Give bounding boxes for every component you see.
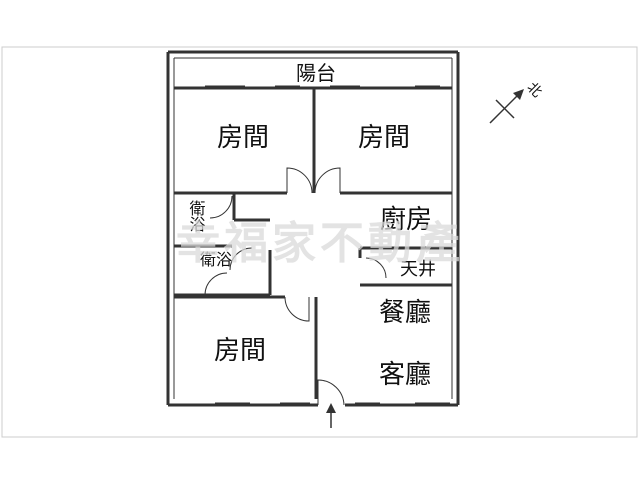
entrance-arrow	[326, 403, 336, 428]
room-label-kitchen: 廚房	[380, 205, 432, 235]
compass-label: 北	[524, 80, 545, 101]
room-label-bedroom-top-right: 房間	[358, 123, 410, 153]
watermark: 幸福家不動產	[176, 218, 464, 269]
room-label-bath-upper: 衛浴	[187, 200, 206, 232]
door-swings	[204, 167, 387, 406]
room-label-balcony: 陽台	[296, 61, 336, 85]
room-label-lightwell: 天井	[400, 259, 436, 280]
room-label-bedroom-top-left: 房間	[217, 123, 269, 153]
outer-walls	[166, 50, 460, 407]
room-label-dining: 餐廳	[379, 298, 431, 328]
room-label-bedroom-bottom: 房間	[214, 336, 266, 366]
interior-walls	[174, 86, 452, 399]
compass-icon	[489, 89, 524, 124]
room-label-bath-lower: 衛浴	[200, 250, 232, 269]
room-label-living: 客廳	[379, 360, 431, 390]
page-frame	[1, 46, 638, 438]
